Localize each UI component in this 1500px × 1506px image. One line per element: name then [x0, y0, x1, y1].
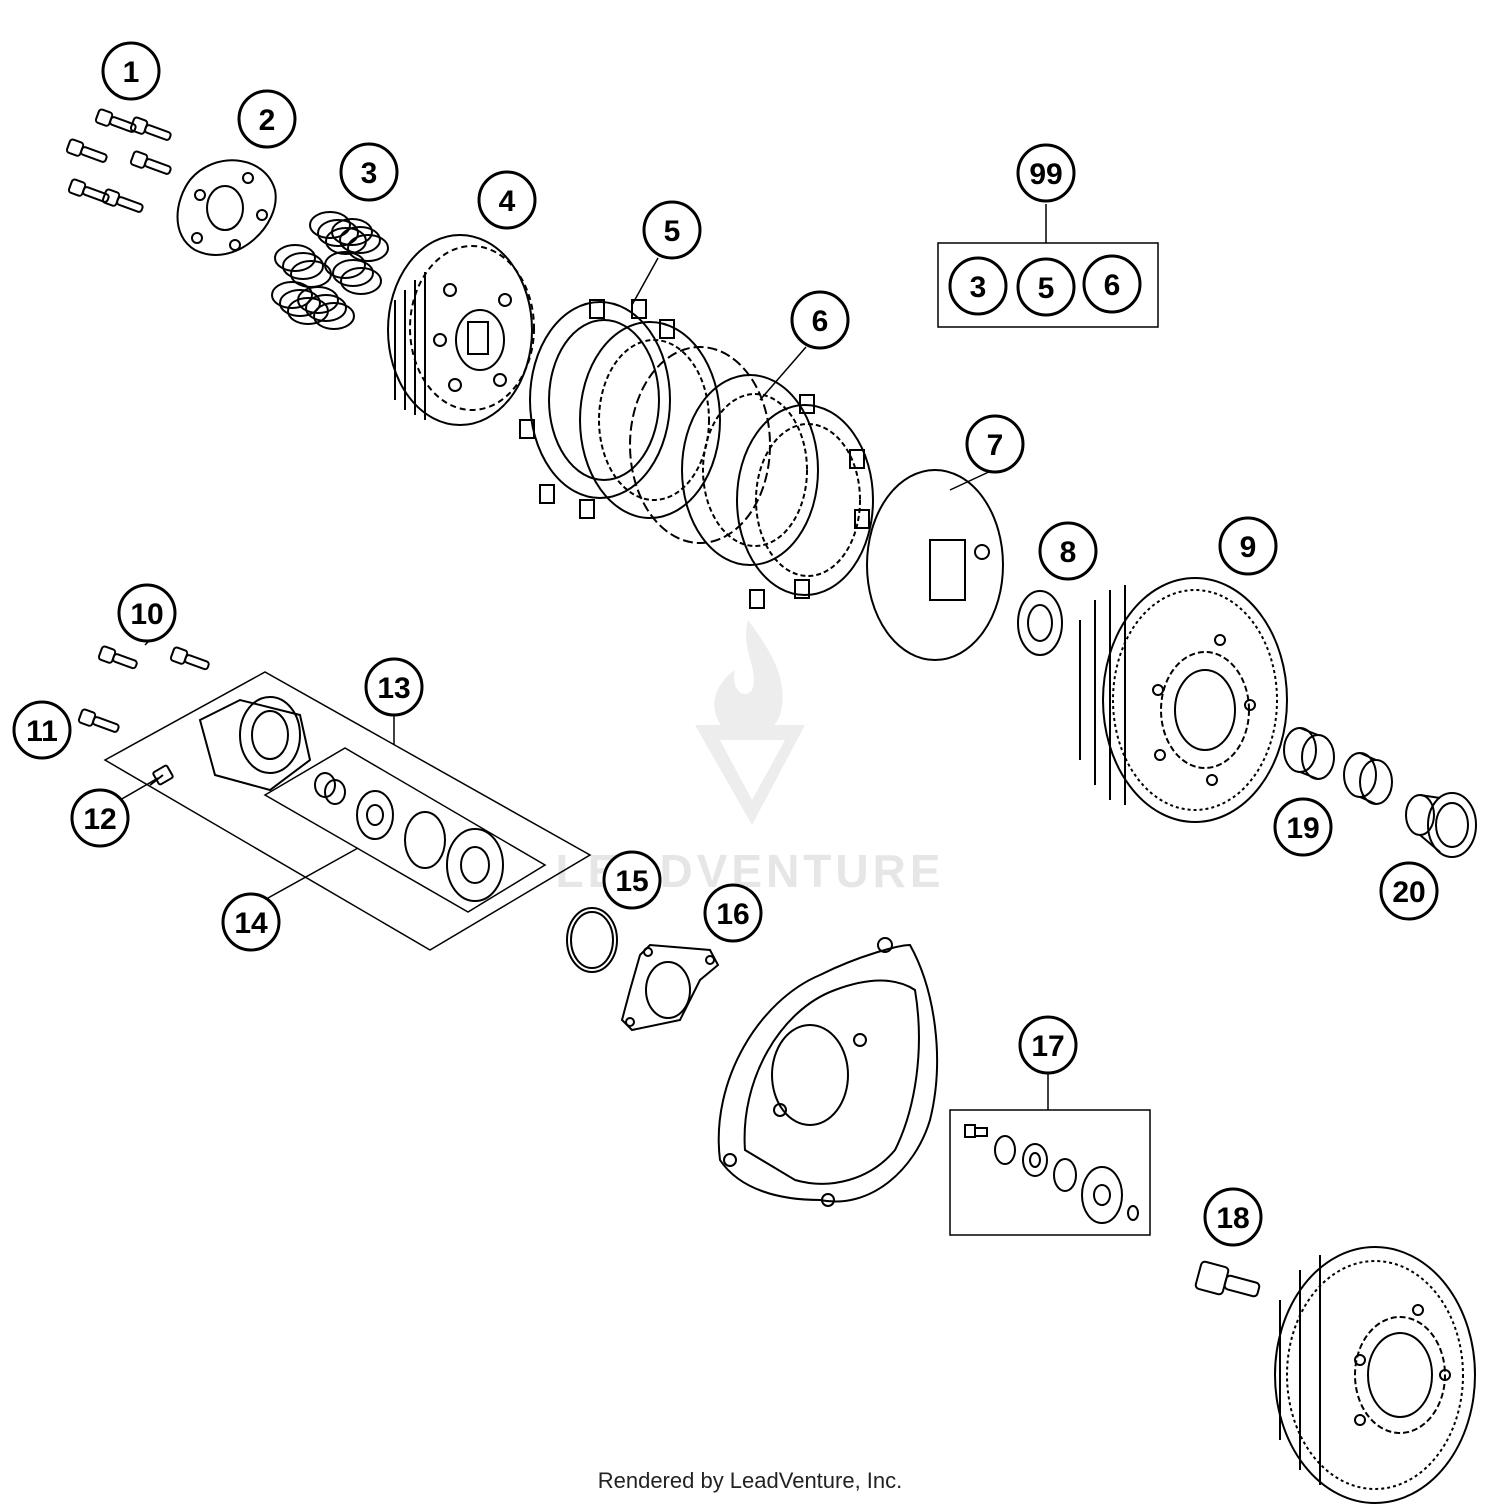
- part-9-clutch-basket: [1079, 577, 1288, 823]
- svg-text:5: 5: [1038, 272, 1055, 305]
- callout-16[interactable]: 16: [703, 883, 763, 943]
- svg-text:13: 13: [377, 672, 410, 705]
- svg-text:20: 20: [1392, 876, 1425, 909]
- part-7-plate: [866, 469, 1004, 661]
- part-20-bushing: [1405, 792, 1477, 858]
- svg-text:11: 11: [26, 715, 58, 748]
- svg-text:10: 10: [130, 598, 163, 631]
- part-16-gasket: [620, 943, 720, 1032]
- callout-17[interactable]: 17: [1018, 1015, 1078, 1075]
- part-8-washer: [1017, 590, 1063, 656]
- svg-text:99: 99: [1029, 158, 1062, 191]
- callout-6[interactable]: 6: [790, 290, 850, 350]
- svg-text:14: 14: [234, 907, 268, 940]
- svg-text:17: 17: [1031, 1030, 1064, 1063]
- part-17-kit: [949, 1109, 1151, 1236]
- kit-99-box: [937, 242, 1159, 328]
- svg-text:9: 9: [1240, 531, 1257, 564]
- footer-credit: Rendered by LeadVenture, Inc.: [597, 1468, 903, 1493]
- flame-logo-icon: [714, 620, 783, 737]
- callout-1[interactable]: 1: [101, 41, 161, 101]
- clutch-cover: [717, 937, 938, 1207]
- callout-99[interactable]: 99: [1016, 143, 1076, 203]
- callout-18[interactable]: 18: [1203, 1187, 1263, 1247]
- part-11-screw: [77, 708, 120, 733]
- part-10-screws: [97, 645, 210, 671]
- part-3-springs: [271, 211, 389, 330]
- callout-9[interactable]: 9: [1218, 516, 1278, 576]
- part-5-friction-discs: [519, 299, 771, 544]
- part-2-plate: [176, 159, 277, 256]
- callout-15[interactable]: 15: [602, 850, 662, 910]
- part-4-inner-hub: [387, 234, 535, 426]
- svg-text:19: 19: [1286, 812, 1319, 845]
- callout-19[interactable]: 19: [1273, 797, 1333, 857]
- callout-8[interactable]: 8: [1038, 521, 1098, 581]
- svg-text:1: 1: [123, 56, 140, 89]
- callout-11[interactable]: 11: [12, 700, 72, 760]
- part-12-bleed-screw: [149, 764, 174, 786]
- callout-10[interactable]: 10: [117, 583, 177, 643]
- callout-14[interactable]: 14: [221, 892, 281, 952]
- part-18-bolt: [1194, 1260, 1261, 1298]
- callout-2[interactable]: 2: [237, 89, 297, 149]
- leader-lines: [119, 204, 1049, 1110]
- part-6-steel-discs: [681, 374, 874, 609]
- callout-20[interactable]: 20: [1379, 861, 1439, 921]
- svg-text:16: 16: [716, 898, 749, 931]
- part-19-bearings: [1283, 727, 1393, 805]
- callout-5[interactable]: 5: [642, 200, 702, 260]
- part-13-slave-cylinder: [103, 671, 592, 951]
- svg-text:12: 12: [83, 803, 116, 836]
- svg-text:7: 7: [987, 429, 1004, 462]
- svg-text:3: 3: [361, 157, 378, 190]
- svg-text:5: 5: [664, 215, 681, 248]
- svg-text:18: 18: [1216, 1202, 1249, 1235]
- callout-13[interactable]: 13: [364, 657, 424, 717]
- svg-text:3: 3: [970, 271, 987, 304]
- callout-7[interactable]: 7: [965, 414, 1025, 474]
- v-logo-icon: [695, 725, 805, 825]
- svg-text:6: 6: [812, 305, 829, 338]
- callout-3[interactable]: 3: [339, 142, 399, 202]
- svg-text:4: 4: [499, 185, 516, 218]
- kit-99-item-5[interactable]: 5: [1016, 257, 1076, 317]
- kit-99-item-3[interactable]: 3: [948, 256, 1008, 316]
- kit-99-item-6[interactable]: 6: [1082, 254, 1142, 314]
- svg-text:8: 8: [1060, 536, 1077, 569]
- clutch-assembly: [1274, 1246, 1476, 1504]
- svg-text:15: 15: [615, 865, 648, 898]
- svg-text:2: 2: [259, 104, 276, 137]
- svg-text:6: 6: [1104, 269, 1121, 302]
- part-15-o-ring: [566, 907, 618, 973]
- part-1-screws: [65, 108, 172, 213]
- leadventure-watermark: LEADVENTURE: [555, 620, 941, 897]
- callout-12[interactable]: 12: [70, 788, 130, 848]
- part-14-piston-kit: [314, 772, 504, 902]
- callouts: 1 2 3 4 5 6 7 8 9 10 11 12 13 14 15 16 1…: [12, 41, 1439, 1247]
- callout-4[interactable]: 4: [477, 170, 537, 230]
